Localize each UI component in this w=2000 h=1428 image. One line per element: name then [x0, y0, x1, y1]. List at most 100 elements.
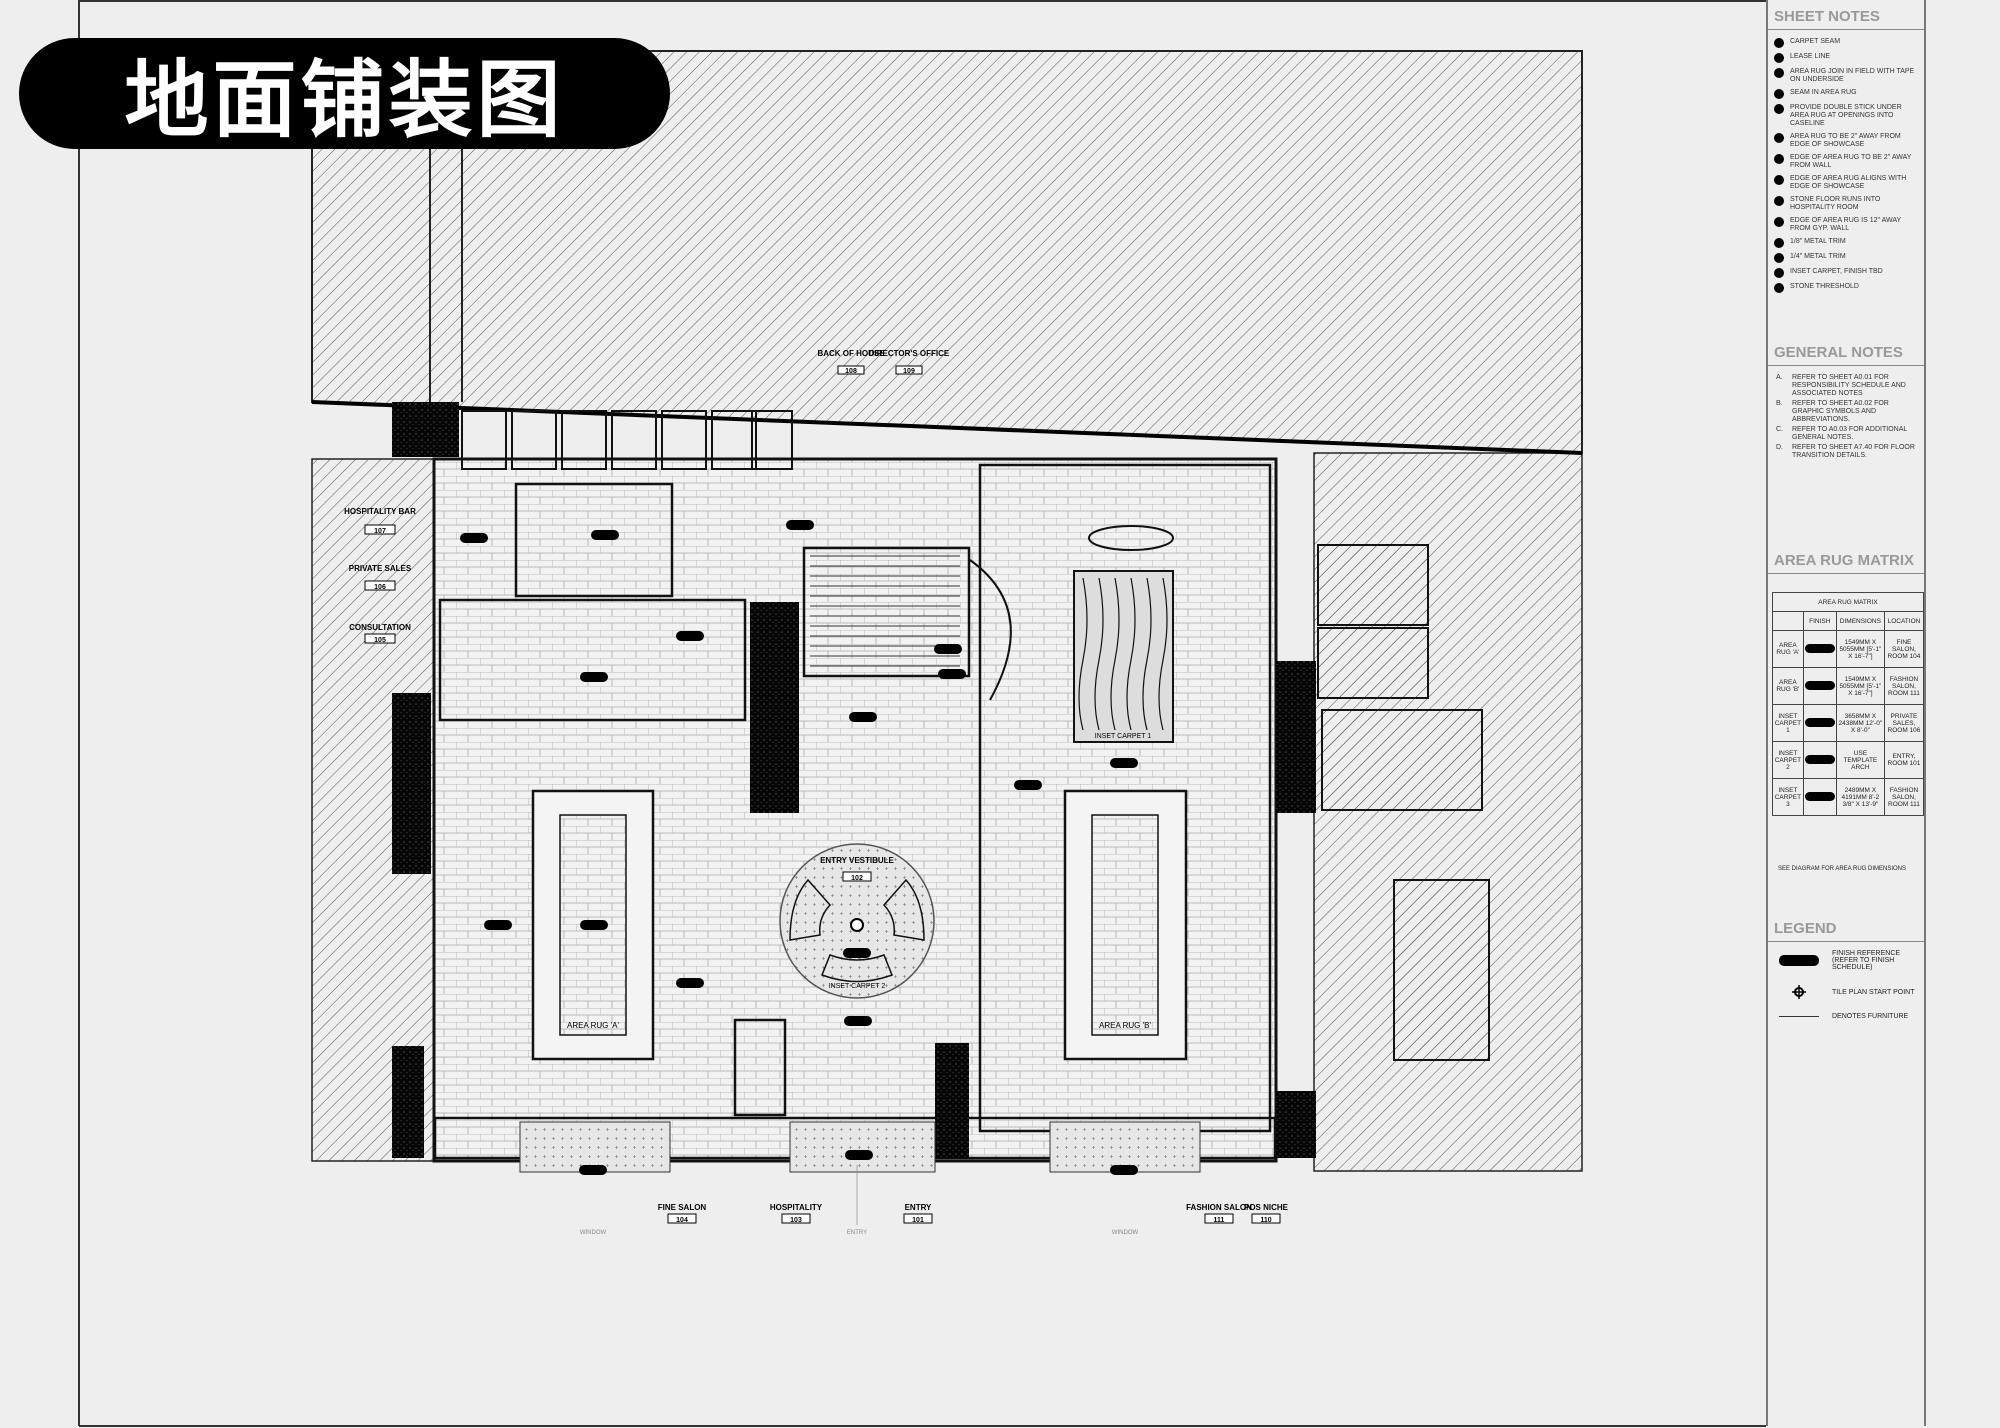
svg-text:107: 107: [374, 528, 386, 535]
stone-blocks: [392, 402, 1316, 1158]
carpet-leaf-motif: [1142, 577, 1152, 731]
note-bullet-icon: [1774, 217, 1784, 227]
matrix-column-header: [1772, 611, 1804, 631]
svg-text:DIRECTOR'S OFFICE: DIRECTOR'S OFFICE: [869, 349, 950, 358]
finish-reference-tag: [580, 672, 608, 682]
note-bullet-icon: [1774, 154, 1784, 164]
note-bullet-icon: [1774, 53, 1784, 63]
general-note: A.REFER TO SHEET A0.01 FOR RESPONSIBILIT…: [1776, 374, 1906, 397]
room-label-hospitality: HOSPITALITY 103: [770, 1203, 823, 1224]
svg-text:104: 104: [676, 1217, 688, 1224]
matrix-column-header: FINISH: [1802, 611, 1837, 631]
finish-reference-tag: [460, 533, 488, 543]
finish-reference-tag: [938, 669, 966, 679]
carpet-leaf-motif: [1158, 577, 1168, 731]
sheet-note: EDGE OF AREA RUG TO BE 2" AWAY FROM WALL: [1774, 154, 1920, 170]
sheet-notes-list: CARPET SEAM LEASE LINE AREA RUG JOIN IN FI…: [1768, 38, 1924, 293]
general-note: C.REFER TO A0.03 FOR ADDITIONAL GENERAL …: [1776, 426, 1908, 441]
finish-reference-pill: [1804, 791, 1835, 801]
legend-item: TILE PLAN START POINT: [1774, 985, 1920, 999]
rug-b-label: AREA RUG 'B': [1099, 1021, 1151, 1030]
sheet-note: CARPET SEAM: [1774, 38, 1920, 48]
sheet-note: 1/8" METAL TRIM: [1774, 238, 1920, 248]
finish-reference-tag: [849, 712, 877, 722]
finish-reference-tag: [786, 520, 814, 530]
svg-text:HOSPITALITY: HOSPITALITY: [770, 1203, 823, 1212]
svg-text:ENTRY: ENTRY: [905, 1203, 932, 1212]
sheet-note: LEASE LINE: [1774, 53, 1920, 63]
finish-reference-pill: [1804, 717, 1835, 727]
note-bullet-icon: [1774, 38, 1784, 48]
note-bullet-icon: [1774, 238, 1784, 248]
finish-reference-tag: [580, 920, 608, 930]
sheet-notes-heading: SHEET NOTES: [1768, 0, 1924, 30]
svg-text:102: 102: [851, 875, 863, 882]
drawing-title: 地面铺装图: [124, 51, 565, 149]
finish-reference-tag: [676, 631, 704, 641]
sheet-note: EDGE OF AREA RUG ALIGNS WITH EDGE OF SHO…: [1774, 175, 1920, 191]
room-label-pos-niche: POS NICHE 110: [1244, 1203, 1289, 1224]
sheet-note: SEAM IN AREA RUG: [1774, 89, 1920, 99]
matrix-column-header: DIMENSIONS: [1835, 611, 1885, 631]
svg-text:105: 105: [374, 637, 386, 644]
matrix-row: AREA RUG 'A'1549MM X 5055MM [5'-1" X 16'…: [1772, 630, 1925, 668]
finish-reference-tag: [484, 920, 512, 930]
finish-reference-tag: [1110, 1165, 1138, 1175]
general-note: D.REFER TO SHEET A7.40 FOR FLOOR TRANSIT…: [1776, 444, 1915, 459]
note-bullet-icon: [1774, 268, 1784, 278]
svg-text:103: 103: [790, 1217, 802, 1224]
sheet-note: 1/4" METAL TRIM: [1774, 253, 1920, 263]
sheet-note: AREA RUG JOIN IN FIELD WITH TAPE ON UNDE…: [1774, 68, 1920, 84]
carpet-leaf-motif: [1110, 577, 1120, 731]
matrix-row: AREA RUG 'B'1549MM X 5055MM [5'-1" X 16'…: [1772, 667, 1925, 705]
stairs: [810, 555, 960, 667]
legend-item: FINISH REFERENCE (REFER TO FINISH SCHEDU…: [1774, 950, 1920, 971]
matrix-column-header: LOCATION: [1883, 611, 1925, 631]
room-label-consultation: CONSULTATION 105: [349, 623, 411, 644]
svg-text:HOSPITALITY BAR: HOSPITALITY BAR: [344, 507, 416, 516]
note-bullet-icon: [1774, 104, 1784, 114]
grid-labels: ENTRY WINDOW WINDOW: [580, 1165, 1139, 1236]
svg-text:111: 111: [1214, 1217, 1225, 1224]
entry-vestibule-carpet: INSET CARPET 2: [779, 843, 935, 999]
svg-text:POS NICHE: POS NICHE: [1244, 1203, 1289, 1212]
room-label-directors-office: DIRECTOR'S OFFICE 109: [869, 349, 950, 375]
east-rooms: [1317, 544, 1490, 1061]
svg-text:WINDOW: WINDOW: [580, 1230, 607, 1236]
svg-text:110: 110: [1260, 1217, 1271, 1224]
note-bullet-icon: [1774, 283, 1784, 293]
finish-reference-tag: [844, 1016, 872, 1026]
carpet-leaf-motif: [1126, 577, 1136, 731]
finish-reference-tag: [676, 978, 704, 988]
general-notes-list: A.REFER TO SHEET A0.01 FOR RESPONSIBILIT…: [1768, 374, 1924, 460]
sheet-note: STONE FLOOR RUNS INTO HOSPITALITY ROOM: [1774, 196, 1920, 212]
svg-text:ENTRY: ENTRY: [847, 1230, 867, 1236]
note-bullet-icon: [1774, 253, 1784, 263]
svg-text:WINDOW: WINDOW: [1112, 1230, 1139, 1236]
inset-carpet-1: INSET CARPET 1: [1073, 570, 1174, 743]
svg-text:CONSULTATION: CONSULTATION: [349, 623, 411, 632]
sheet-note: INSET CARPET, FINISH TBD: [1774, 268, 1920, 278]
finish-reference-pill: [1804, 754, 1835, 764]
sheet-note: AREA RUG TO BE 2" AWAY FROM EDGE OF SHOW…: [1774, 133, 1920, 149]
entry-doors: [519, 1121, 1201, 1173]
legend-item: DENOTES FURNITURE: [1774, 1013, 1920, 1020]
sheet-note: PROVIDE DOUBLE STICK UNDER AREA RUG AT O…: [1774, 104, 1920, 128]
finish-reference-pill: [1804, 643, 1835, 653]
note-bullet-icon: [1774, 133, 1784, 143]
storage-boxes: [461, 410, 793, 470]
svg-text:109: 109: [903, 368, 915, 375]
finish-reference-pill: [1804, 680, 1835, 690]
finish-reference-tag: [1110, 758, 1138, 768]
note-bullet-icon: [1774, 175, 1784, 185]
note-bullet-icon: [1774, 68, 1784, 78]
